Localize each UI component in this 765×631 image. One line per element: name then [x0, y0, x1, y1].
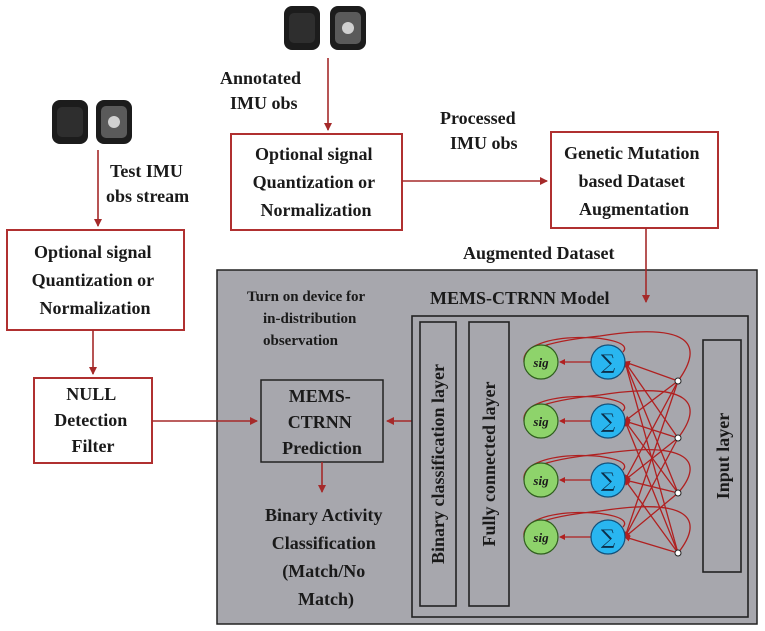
- input-layer-label: Input layer: [713, 413, 733, 500]
- sigmoid-node: [523, 462, 559, 498]
- input-connection: [624, 361, 679, 494]
- augmented-label: Augmented Dataset: [463, 243, 614, 263]
- sigmoid-node-label: sig: [532, 530, 549, 545]
- input-node: [674, 434, 682, 442]
- input-connection: [624, 492, 679, 538]
- model-title: MEMS-CTRNN Model: [430, 288, 609, 308]
- sigmoid-node: [523, 403, 559, 439]
- summation-node: [590, 462, 626, 498]
- input-connection: [624, 479, 679, 554]
- null-filter-text: NULL Detection Filter: [54, 384, 131, 456]
- quant-top-box: [230, 133, 403, 231]
- input-node: [674, 489, 682, 497]
- input-connection: [624, 420, 679, 554]
- binary-layer-box: [419, 321, 457, 607]
- input-connection: [624, 360, 679, 382]
- input-connection: [624, 419, 679, 439]
- annotated-label: Annotated IMU obs: [220, 68, 306, 113]
- fc-layer-box: [468, 321, 510, 607]
- network-panel: [411, 315, 749, 618]
- summation-node-label: ∑: [601, 409, 616, 433]
- binary-layer-label: Binary classification layer: [428, 364, 448, 564]
- summation-node: [590, 519, 626, 555]
- sigmoid-node: [523, 519, 559, 555]
- input-connection: [623, 361, 679, 554]
- flow-arrows: [89, 58, 650, 493]
- sigmoid-node-label: sig: [532, 473, 549, 488]
- input-connection: [624, 380, 679, 481]
- output-label: Binary Activity Classification (Match/No…: [265, 505, 387, 610]
- summation-node-label: ∑: [601, 350, 616, 374]
- processed-label: Processed IMU obs: [440, 108, 520, 153]
- watch-icon-top: [284, 6, 366, 50]
- network-nodes: sig ∑ sig ∑ sig ∑ sig ∑: [523, 344, 682, 557]
- turn-on-label: Turn on device for in-distribution obser…: [247, 289, 369, 349]
- null-filter-box: [33, 377, 153, 464]
- quant-left-text: Optional signal Quantization or Normaliz…: [32, 242, 159, 318]
- sigmoid-node: [523, 344, 559, 380]
- summation-node-label: ∑: [601, 468, 616, 492]
- input-layer-box: [702, 339, 742, 573]
- prediction-text: MEMS- CTRNN Prediction: [282, 386, 362, 458]
- fc-layer-label: Fully connected layer: [479, 382, 499, 547]
- summation-node: [590, 403, 626, 439]
- input-node: [674, 377, 682, 385]
- sigmoid-node-label: sig: [532, 414, 549, 429]
- quant-top-text: Optional signal Quantization or Normaliz…: [253, 144, 380, 220]
- genetic-text: Genetic Mutation based Dataset Augmentat…: [564, 143, 704, 219]
- input-node: [674, 549, 682, 557]
- summation-node-label: ∑: [601, 525, 616, 549]
- summation-node: [590, 344, 626, 380]
- test-stream-label: Test IMU obs stream: [106, 161, 189, 206]
- input-connection: [624, 535, 679, 554]
- quant-left-box: [6, 229, 185, 331]
- watch-icon-left: [52, 100, 132, 144]
- sigmoid-node-label: sig: [532, 355, 549, 370]
- input-connection: [624, 361, 679, 439]
- genetic-box: [550, 131, 719, 229]
